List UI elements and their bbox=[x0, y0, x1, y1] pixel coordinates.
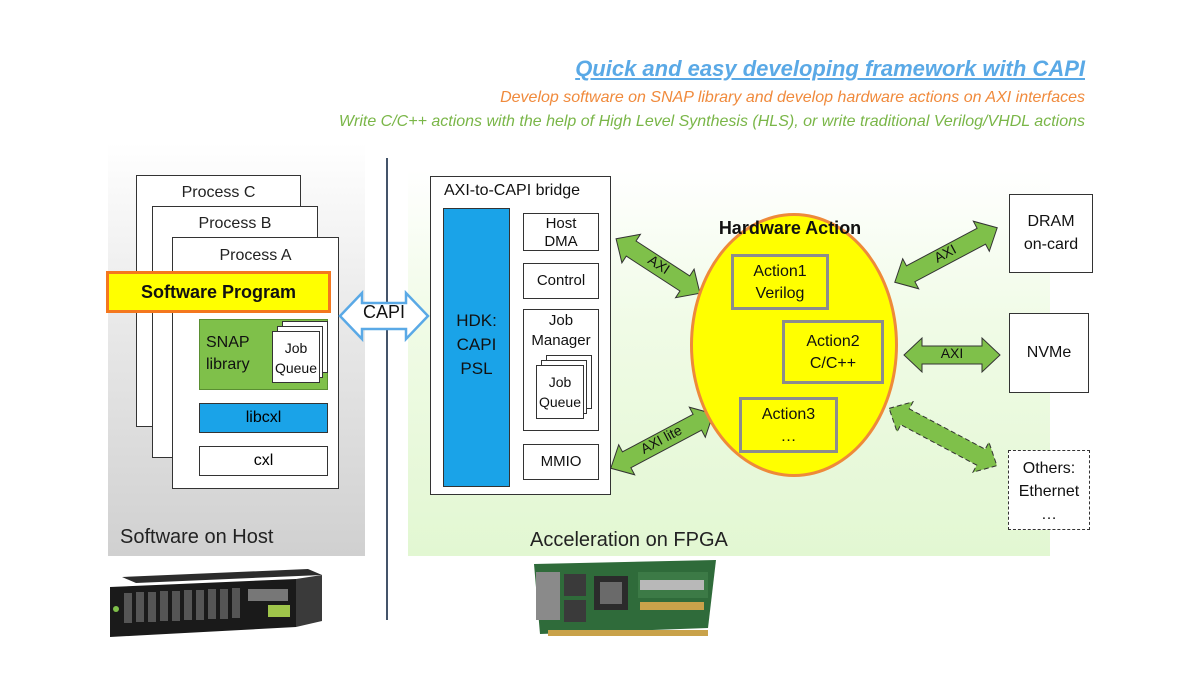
host-dma-box: Host DMA bbox=[523, 213, 599, 251]
host-job-queue-line1: Job bbox=[284, 340, 308, 356]
axi-nvme-arrow-shape bbox=[903, 336, 1001, 374]
host-fpga-divider bbox=[386, 158, 388, 620]
host-dma-line1: Host bbox=[545, 215, 577, 232]
axi-dram-arrow: AXI bbox=[884, 210, 1008, 300]
action2-box: Action2 C/C++ bbox=[782, 320, 884, 384]
hardware-action-title: Hardware Action bbox=[718, 218, 862, 238]
dram-line2: on-card bbox=[1023, 236, 1079, 253]
hdk-line2: CAPI bbox=[456, 335, 497, 354]
process-b-label: Process B bbox=[198, 215, 272, 232]
dram-box: DRAM on-card bbox=[1009, 194, 1093, 273]
others-arrow bbox=[878, 391, 1007, 484]
axi-nvme-arrow: AXI bbox=[902, 336, 1002, 374]
bridge-label: AXI-to-CAPI bridge bbox=[444, 182, 581, 199]
action3-box: Action3 … bbox=[739, 397, 838, 453]
axi-nvme-label: AXI bbox=[940, 345, 964, 361]
nvme-box: NVMe bbox=[1009, 313, 1089, 393]
fpga-card-image bbox=[534, 560, 716, 636]
process-c-label: Process C bbox=[181, 184, 256, 201]
hdk-line1: HDK: bbox=[456, 311, 497, 330]
host-caption: Software on Host bbox=[120, 526, 274, 548]
job-manager-line1: Job bbox=[548, 312, 574, 329]
hdk-capi-psl: HDK: CAPI PSL bbox=[443, 208, 510, 487]
host-dma-line2: DMA bbox=[544, 233, 578, 250]
software-program: Software Program bbox=[106, 271, 331, 313]
subtitle-hls: Write C/C++ actions with the help of Hig… bbox=[338, 113, 1085, 130]
cxl-box: cxl bbox=[199, 446, 328, 476]
capi-arrow bbox=[338, 289, 430, 343]
process-a-label: Process A bbox=[219, 247, 292, 264]
mmio-box: MMIO bbox=[523, 444, 599, 480]
dram-line1: DRAM bbox=[1027, 213, 1075, 230]
libcxl-box: libcxl bbox=[199, 403, 328, 433]
fpga-caption: Acceleration on FPGA bbox=[530, 529, 728, 551]
snap-label-line1: SNAP bbox=[206, 334, 250, 351]
page-title: Quick and easy developing framework with… bbox=[575, 56, 1085, 81]
hardware-action-ellipse bbox=[690, 213, 898, 477]
action1-line1: Action1 bbox=[753, 263, 807, 280]
host-job-queue-page1: Job Queue bbox=[272, 331, 320, 383]
others-line3: … bbox=[1041, 506, 1057, 523]
others-line2: Ethernet bbox=[1018, 483, 1080, 500]
others-box: Others: Ethernet … bbox=[1008, 450, 1090, 530]
subtitle-snap: Develop software on SNAP library and dev… bbox=[500, 89, 1085, 106]
action2-line1: Action2 bbox=[806, 333, 860, 350]
snap-label-line2: library bbox=[206, 356, 250, 373]
fpga-job-queue-line1: Job bbox=[548, 374, 572, 390]
fpga-job-queue-page1: Job Queue bbox=[536, 365, 584, 419]
capi-label: CAPI bbox=[362, 302, 405, 322]
action3-line1: Action3 bbox=[761, 406, 816, 423]
snap-library-label: SNAP library bbox=[206, 332, 250, 376]
action3-line2: … bbox=[780, 428, 797, 445]
server-image bbox=[110, 569, 322, 637]
job-manager-line2: Manager bbox=[531, 332, 591, 349]
others-arrow-shape bbox=[888, 401, 998, 473]
control-box: Control bbox=[523, 263, 599, 299]
action1-line2: Verilog bbox=[755, 285, 805, 302]
axi-dram-arrow-shape bbox=[894, 220, 998, 290]
others-line1: Others: bbox=[1022, 460, 1076, 477]
hdk-line3: PSL bbox=[460, 359, 493, 378]
host-job-queue-line2: Queue bbox=[274, 360, 318, 376]
action1-box: Action1 Verilog bbox=[731, 254, 829, 310]
action2-line2: C/C++ bbox=[809, 355, 857, 372]
fpga-job-queue-line2: Queue bbox=[538, 394, 582, 410]
